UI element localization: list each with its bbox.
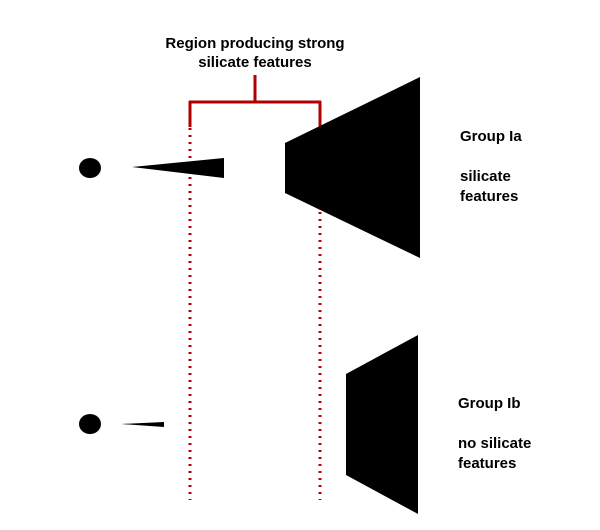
- group-ia-feature-line2: features: [460, 188, 518, 205]
- group-ia-feature-line1: silicate: [460, 168, 511, 185]
- group-ib-outer-disk: [346, 335, 418, 514]
- group-ib-system: [79, 335, 418, 514]
- region-boundaries: [188, 128, 322, 500]
- group-ia-inner-disk: [132, 158, 224, 178]
- group-ib-star: [79, 414, 101, 434]
- group-ia-outer-disk: [285, 77, 420, 258]
- group-ib-feature-line2: features: [458, 455, 516, 472]
- region-label-line2: silicate features: [198, 54, 311, 71]
- group-ia-system: [79, 77, 420, 258]
- group-ib-inner-disk: [121, 422, 164, 427]
- group-ib-feature-line1: no silicate: [458, 435, 531, 452]
- region-bracket: [188, 75, 322, 127]
- group-ia-star: [79, 158, 101, 178]
- group-ib-title: Group Ib: [458, 395, 521, 412]
- group-ia-title: Group Ia: [460, 128, 522, 145]
- region-label-line1: Region producing strong: [165, 35, 344, 52]
